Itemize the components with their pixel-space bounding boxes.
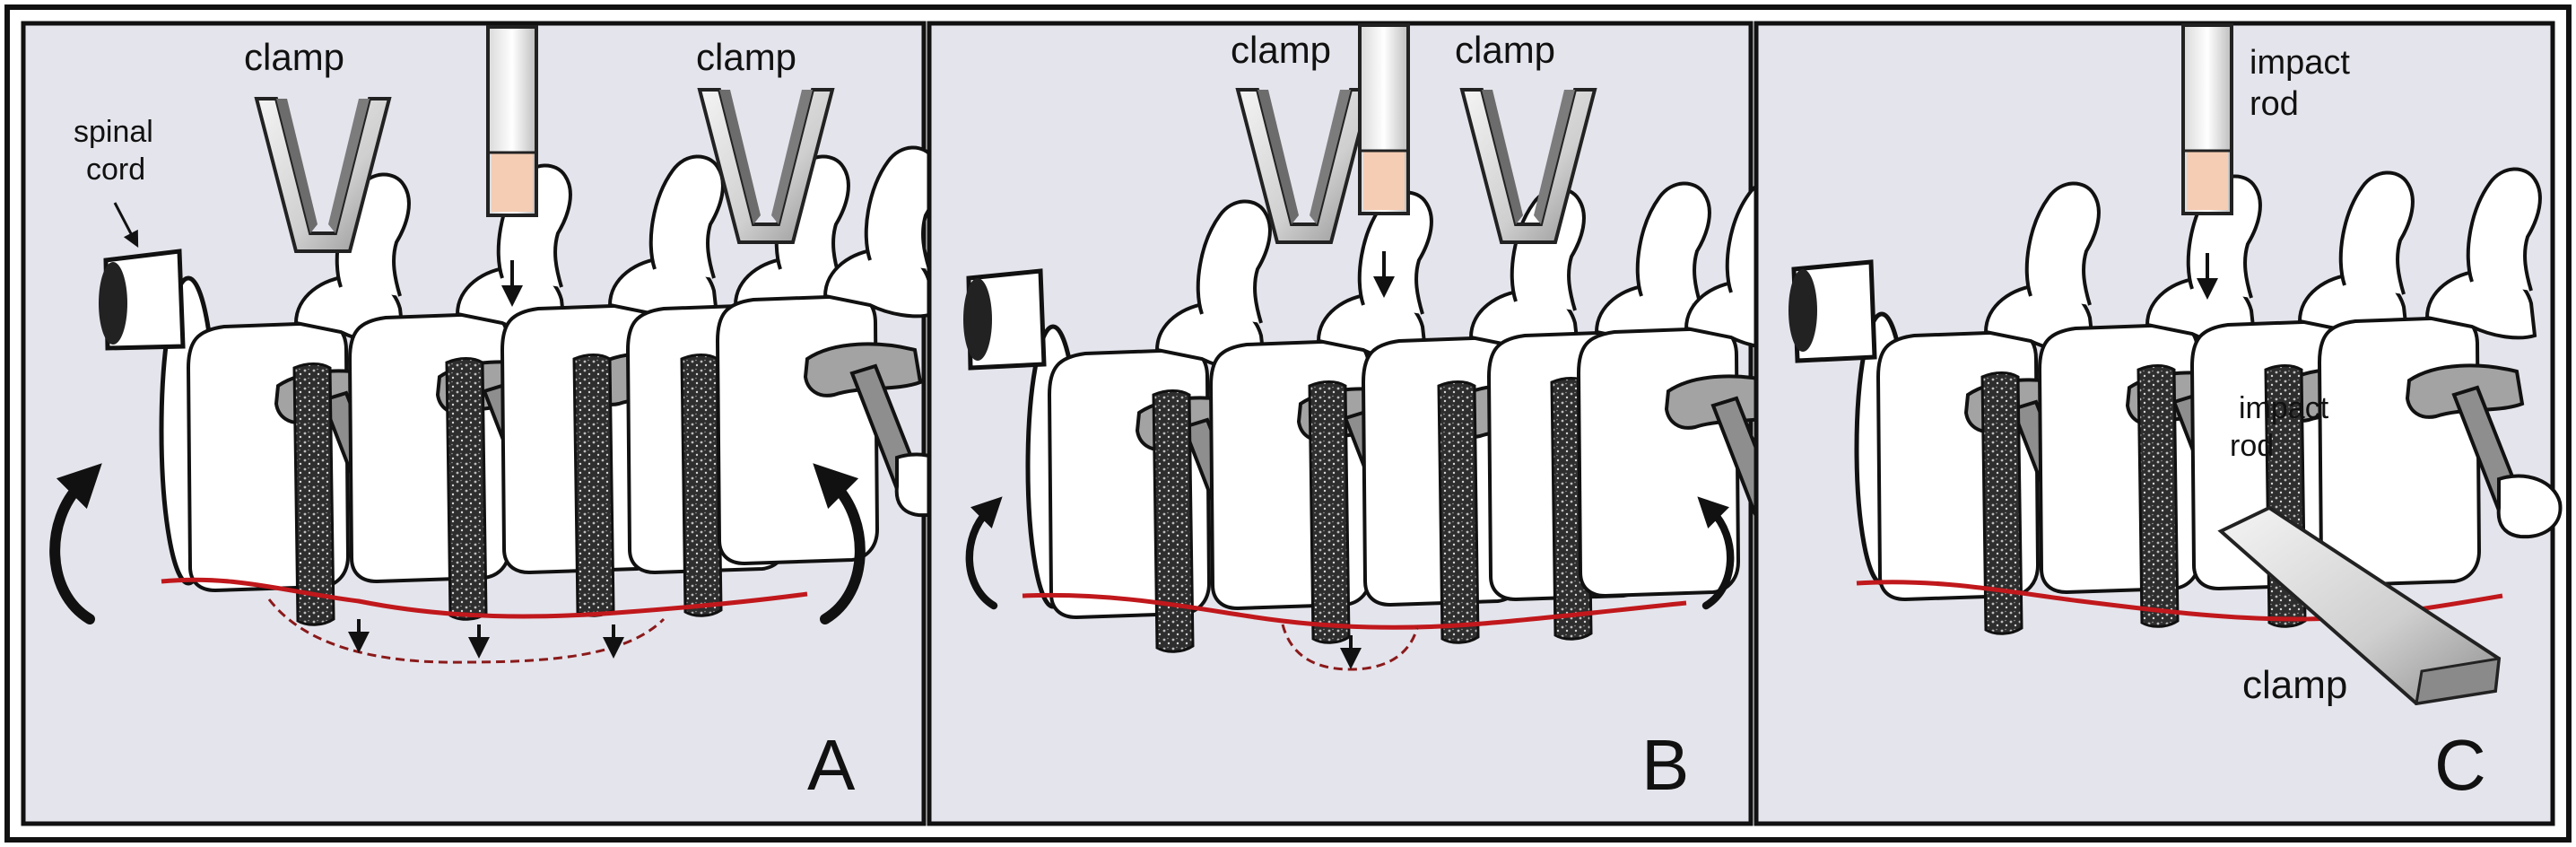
endplate-line-a [161,577,808,619]
endplate-dashed-b [1281,624,1419,671]
impact-rod-c [2181,23,2233,215]
spinal-cord-pointer [113,202,139,248]
label-clamp-c: clamp [2242,663,2347,707]
panel-letter-b: B [1641,725,1689,805]
label-clamp-a-left: clamp [244,36,344,78]
endplate-line-b [1022,592,1687,630]
panel-letter-c: C [2434,725,2486,805]
panel-b: clamp clamp B [927,21,1822,826]
label-cord-line2: cord [86,153,145,187]
panel-c-spine [1788,167,2563,635]
label-impact-c-line1: impact [2250,44,2350,82]
panel-letter-a: A [807,725,856,805]
panel-a-spine [99,145,961,626]
label-rod-inner-line2: rod [2230,429,2274,463]
label-clamp-b-right: clamp [1455,29,1555,71]
label-clamp-a-right: clamp [696,36,796,78]
label-clamp-b-left: clamp [1231,29,1331,71]
label-spinal-line1: spinal [74,115,153,149]
panel-b-spine [963,178,1822,653]
impact-rod-b [1358,23,1410,215]
panel-a: spinal cord clamp clamp A [21,21,961,826]
label-rod-c-line2: rod [2250,85,2299,123]
clamp-c-angled [2217,505,2502,706]
panel-c: impact rod impact rod clamp C [1754,21,2563,826]
label-impact-inner-line1: impact [2239,391,2329,425]
impact-rod-a [486,25,538,217]
